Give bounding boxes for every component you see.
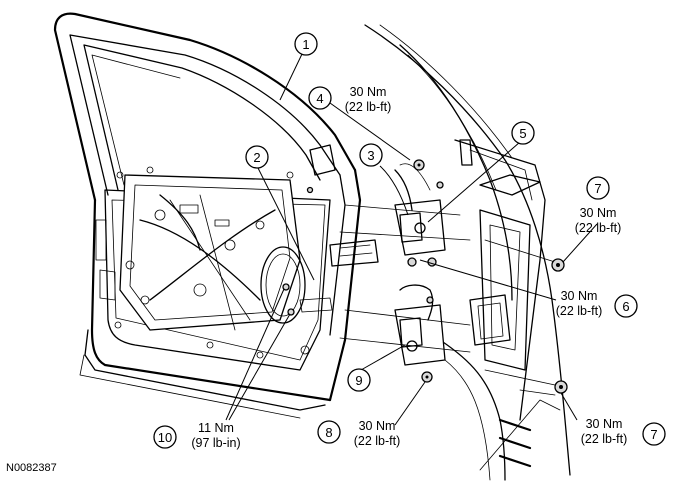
torque-nm: 30 Nm [586, 417, 623, 431]
callout-number: 4 [316, 91, 323, 106]
callout-number: 10 [158, 430, 172, 445]
lower-hinge [394, 284, 446, 366]
leader-lines [225, 53, 598, 426]
torque-nm: 11 Nm [198, 421, 234, 435]
callout-5: 5 [511, 121, 535, 145]
torque-nm: 30 Nm [561, 289, 598, 303]
callout-number: 1 [302, 37, 309, 52]
callout-number: 3 [367, 148, 374, 163]
upper-hinge [394, 163, 446, 256]
callout-number: 8 [325, 425, 332, 440]
torque-alt: (22 lb-ft) [354, 434, 401, 448]
torque-alt: (22 lb-ft) [556, 304, 603, 318]
callout-3: 3 [359, 143, 383, 167]
callout-number: 2 [253, 150, 260, 165]
callout-7-lower: 7 30 Nm (22 lb-ft) [581, 417, 666, 446]
callout-10: 10 11 Nm (97 lb-in) [153, 421, 241, 450]
callout-number: 5 [519, 126, 526, 141]
bolts [282, 159, 568, 394]
torque-nm: 30 Nm [580, 206, 617, 220]
callout-2: 2 [245, 145, 269, 169]
callout-number: 9 [355, 373, 362, 388]
figure-id: N0082387 [6, 462, 57, 474]
torque-alt: (22 lb-ft) [575, 221, 622, 235]
callout-6: 6 30 Nm (22 lb-ft) [556, 289, 638, 318]
callout-number: 6 [622, 299, 629, 314]
callout-7-upper: 7 30 Nm (22 lb-ft) [575, 176, 622, 235]
callout-number: 7 [650, 427, 657, 442]
torque-alt: (22 lb-ft) [581, 432, 628, 446]
fastener-lines [339, 204, 556, 386]
callout-4: 4 30 Nm (22 lb-ft) [308, 85, 392, 114]
torque-nm: 30 Nm [359, 419, 396, 433]
body-pillar [364, 24, 571, 481]
callout-1: 1 [294, 32, 318, 56]
torque-alt: (22 lb-ft) [345, 100, 392, 114]
door-assembly [53, 12, 379, 419]
callout-number: 7 [594, 181, 601, 196]
callout-8: 8 30 Nm (22 lb-ft) [317, 419, 401, 448]
callout-9: 9 [347, 368, 371, 392]
torque-nm: 30 Nm [350, 85, 387, 99]
torque-alt: (97 lb-in) [191, 436, 240, 450]
